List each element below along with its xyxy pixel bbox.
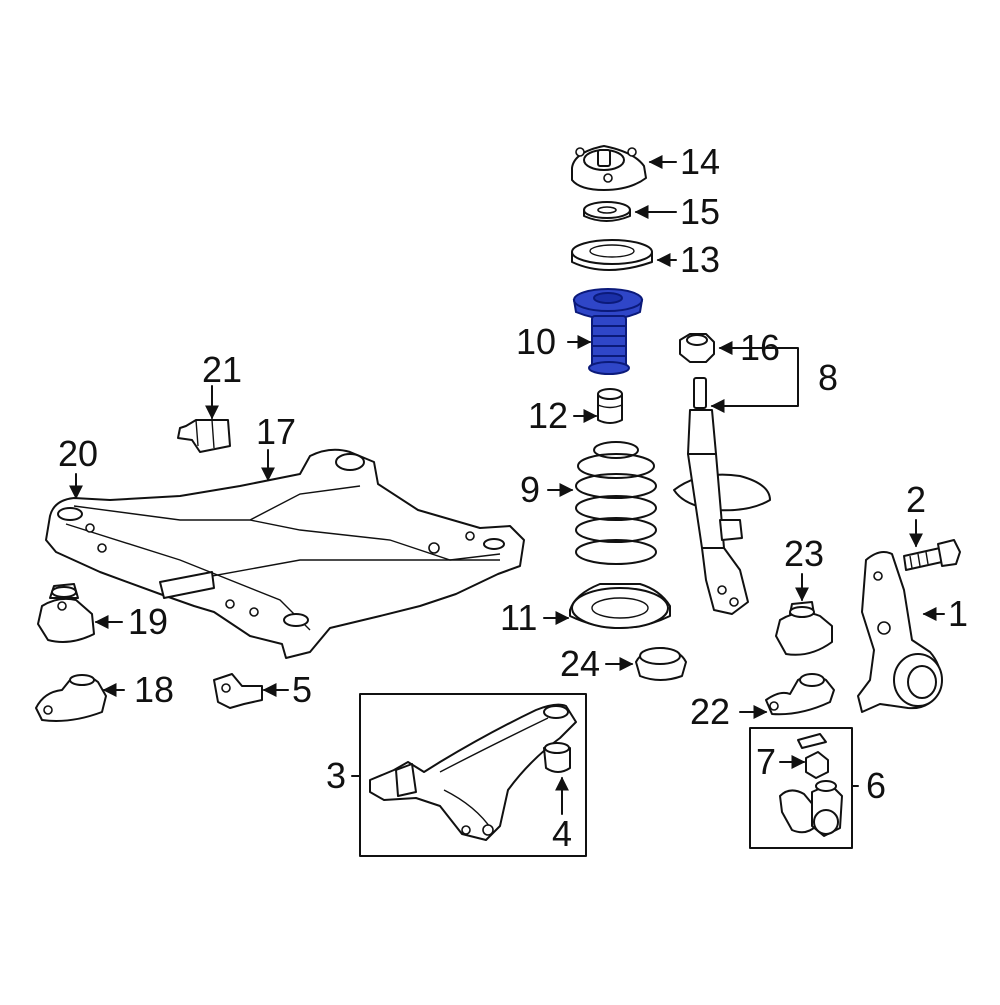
callout-3[interactable]: 3: [326, 755, 346, 796]
callout-1[interactable]: 1: [948, 593, 968, 634]
part-2-bolt[interactable]: [903, 539, 961, 571]
callout-24[interactable]: 24: [560, 643, 600, 684]
part-23-bushing[interactable]: [775, 601, 833, 656]
part-17-subframe[interactable]: [45, 448, 525, 659]
callout-22[interactable]: 22: [690, 691, 730, 732]
part-3-control-arm-box[interactable]: [359, 693, 587, 857]
part-8-strut-assembly[interactable]: [673, 377, 771, 615]
part-6-ball-joint-box[interactable]: [749, 727, 853, 849]
callout-8[interactable]: 8: [818, 357, 838, 398]
part-15-bearing[interactable]: [583, 201, 631, 222]
part-22-bushing[interactable]: [765, 673, 835, 716]
callout-4[interactable]: 4: [552, 813, 572, 854]
callout-19[interactable]: 19: [128, 601, 168, 642]
callout-labels: 14 15 13 10 12 9 11 24 16 8 2 23 1 22 7 …: [58, 141, 968, 854]
part-21-bracket[interactable]: [177, 419, 231, 453]
part-24-bushing[interactable]: [635, 647, 687, 681]
callout-5[interactable]: 5: [292, 669, 312, 710]
callout-9[interactable]: 9: [520, 469, 540, 510]
callout-14[interactable]: 14: [680, 141, 720, 182]
callout-15[interactable]: 15: [680, 191, 720, 232]
callout-18[interactable]: 18: [134, 669, 174, 710]
callout-leaders: [69, 155, 945, 815]
callout-12[interactable]: 12: [528, 395, 568, 436]
part-19-mount[interactable]: [37, 583, 95, 643]
callout-6[interactable]: 6: [866, 765, 886, 806]
part-11-lower-insulator[interactable]: [569, 583, 671, 629]
part-10-bump-stop[interactable]: [572, 288, 644, 375]
part-1-steering-knuckle[interactable]: [857, 551, 943, 713]
callout-21[interactable]: 21: [202, 349, 242, 390]
part-5-bracket[interactable]: [213, 673, 263, 709]
part-13-spring-seat[interactable]: [571, 239, 653, 271]
callout-23[interactable]: 23: [784, 533, 824, 574]
callout-13[interactable]: 13: [680, 239, 720, 280]
part-12-dust-boot[interactable]: [597, 388, 623, 424]
callout-7[interactable]: 7: [756, 741, 776, 782]
callout-10[interactable]: 10: [516, 321, 556, 362]
part-18-mount[interactable]: [35, 674, 107, 722]
callout-2[interactable]: 2: [906, 479, 926, 520]
part-14-strut-mount[interactable]: [571, 145, 647, 191]
part-16-nut[interactable]: [679, 333, 715, 363]
callout-16[interactable]: 16: [740, 327, 780, 368]
callout-11[interactable]: 11: [500, 597, 537, 638]
part-9-coil-spring[interactable]: [575, 441, 657, 565]
callout-17[interactable]: 17: [256, 411, 296, 452]
callout-20[interactable]: 20: [58, 433, 98, 474]
